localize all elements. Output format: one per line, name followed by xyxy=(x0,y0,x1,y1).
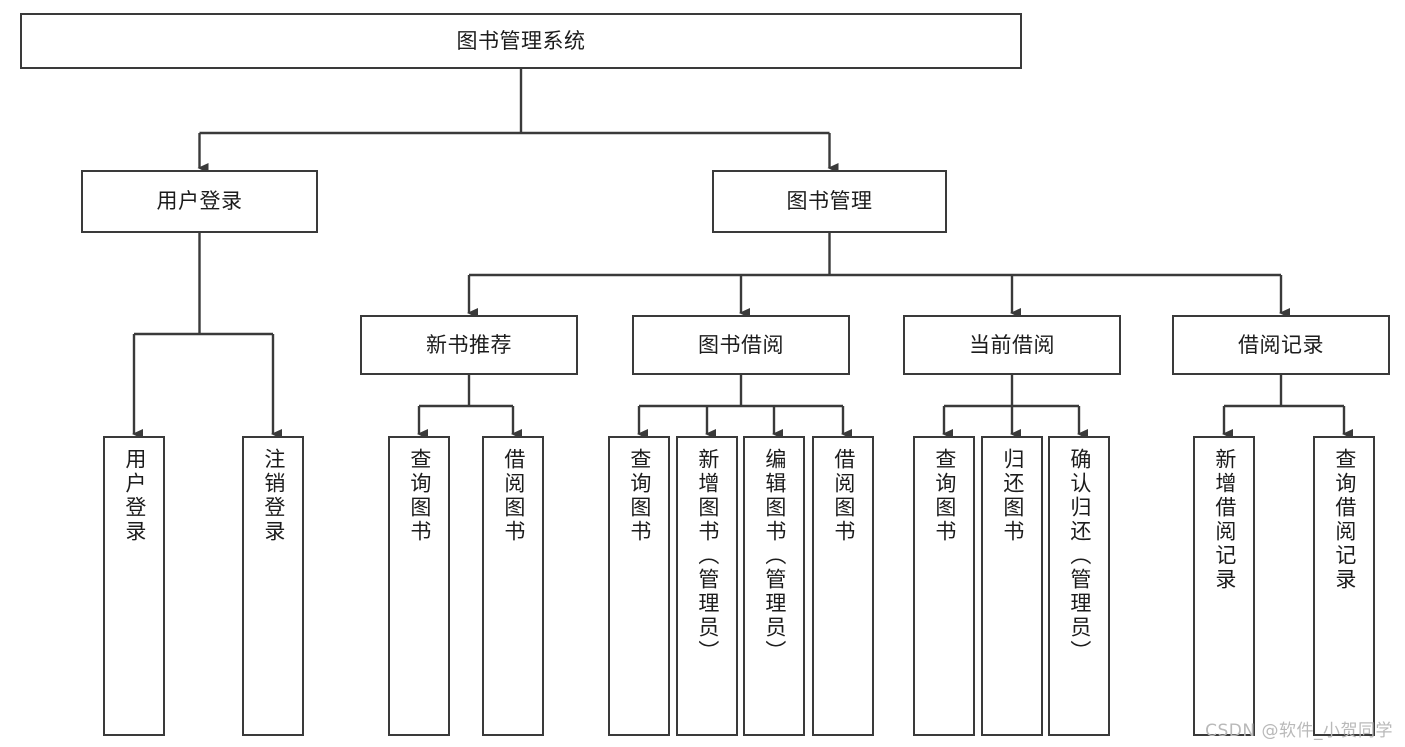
node-borrow-record[interactable]: 借阅记录 xyxy=(1172,315,1390,375)
node-current-borrow[interactable]: 当前借阅 xyxy=(903,315,1121,375)
node-leaf-return-book[interactable]: 归还图书 xyxy=(981,436,1043,736)
node-leaf-user-login[interactable]: 用户登录 xyxy=(103,436,165,736)
node-leaf-borrow-book-2-label: 借阅图书 xyxy=(831,448,856,544)
node-leaf-query-record[interactable]: 查询借阅记录 xyxy=(1313,436,1375,736)
node-current-borrow-label: 当前借阅 xyxy=(969,332,1055,357)
node-leaf-add-book[interactable]: 新增图书（管理员） xyxy=(676,436,738,736)
watermark-text: CSDN @软件_小贺同学 xyxy=(1205,721,1393,741)
node-leaf-borrow-book-1[interactable]: 借阅图书 xyxy=(482,436,544,736)
node-leaf-query-book-2[interactable]: 查询图书 xyxy=(608,436,670,736)
node-leaf-borrow-book-2[interactable]: 借阅图书 xyxy=(812,436,874,736)
node-user-login[interactable]: 用户登录 xyxy=(81,170,318,233)
node-leaf-query-book-3[interactable]: 查询图书 xyxy=(913,436,975,736)
node-root-label: 图书管理系统 xyxy=(456,28,586,53)
node-leaf-add-record-label: 新增借阅记录 xyxy=(1212,448,1237,592)
node-book-borrow-label: 图书借阅 xyxy=(698,332,784,357)
node-leaf-query-book-1[interactable]: 查询图书 xyxy=(388,436,450,736)
node-root[interactable]: 图书管理系统 xyxy=(20,13,1022,69)
node-leaf-edit-book-label: 编辑图书（管理员） xyxy=(762,448,787,664)
node-book-manage[interactable]: 图书管理 xyxy=(712,170,947,233)
node-leaf-edit-book[interactable]: 编辑图书（管理员） xyxy=(743,436,805,736)
node-user-login-label: 用户登录 xyxy=(156,189,243,214)
node-leaf-confirm-return[interactable]: 确认归还（管理员） xyxy=(1048,436,1110,736)
node-leaf-confirm-return-label: 确认归还（管理员） xyxy=(1067,448,1092,664)
node-leaf-add-book-label: 新增图书（管理员） xyxy=(695,448,720,664)
node-new-book-recommend-label: 新书推荐 xyxy=(426,332,512,357)
node-leaf-borrow-book-1-label: 借阅图书 xyxy=(501,448,526,544)
node-leaf-query-book-1-label: 查询图书 xyxy=(407,448,432,544)
node-leaf-user-login-label: 用户登录 xyxy=(122,448,147,544)
node-leaf-query-record-label: 查询借阅记录 xyxy=(1332,448,1357,592)
node-leaf-query-book-2-label: 查询图书 xyxy=(627,448,652,544)
node-leaf-add-record[interactable]: 新增借阅记录 xyxy=(1193,436,1255,736)
node-leaf-user-logout[interactable]: 注销登录 xyxy=(242,436,304,736)
node-leaf-query-book-3-label: 查询图书 xyxy=(932,448,957,544)
node-leaf-user-logout-label: 注销登录 xyxy=(261,448,286,544)
node-borrow-record-label: 借阅记录 xyxy=(1238,332,1324,357)
node-book-manage-label: 图书管理 xyxy=(786,189,873,214)
node-leaf-return-book-label: 归还图书 xyxy=(1000,448,1025,544)
node-new-book-recommend[interactable]: 新书推荐 xyxy=(360,315,578,375)
node-book-borrow[interactable]: 图书借阅 xyxy=(632,315,850,375)
